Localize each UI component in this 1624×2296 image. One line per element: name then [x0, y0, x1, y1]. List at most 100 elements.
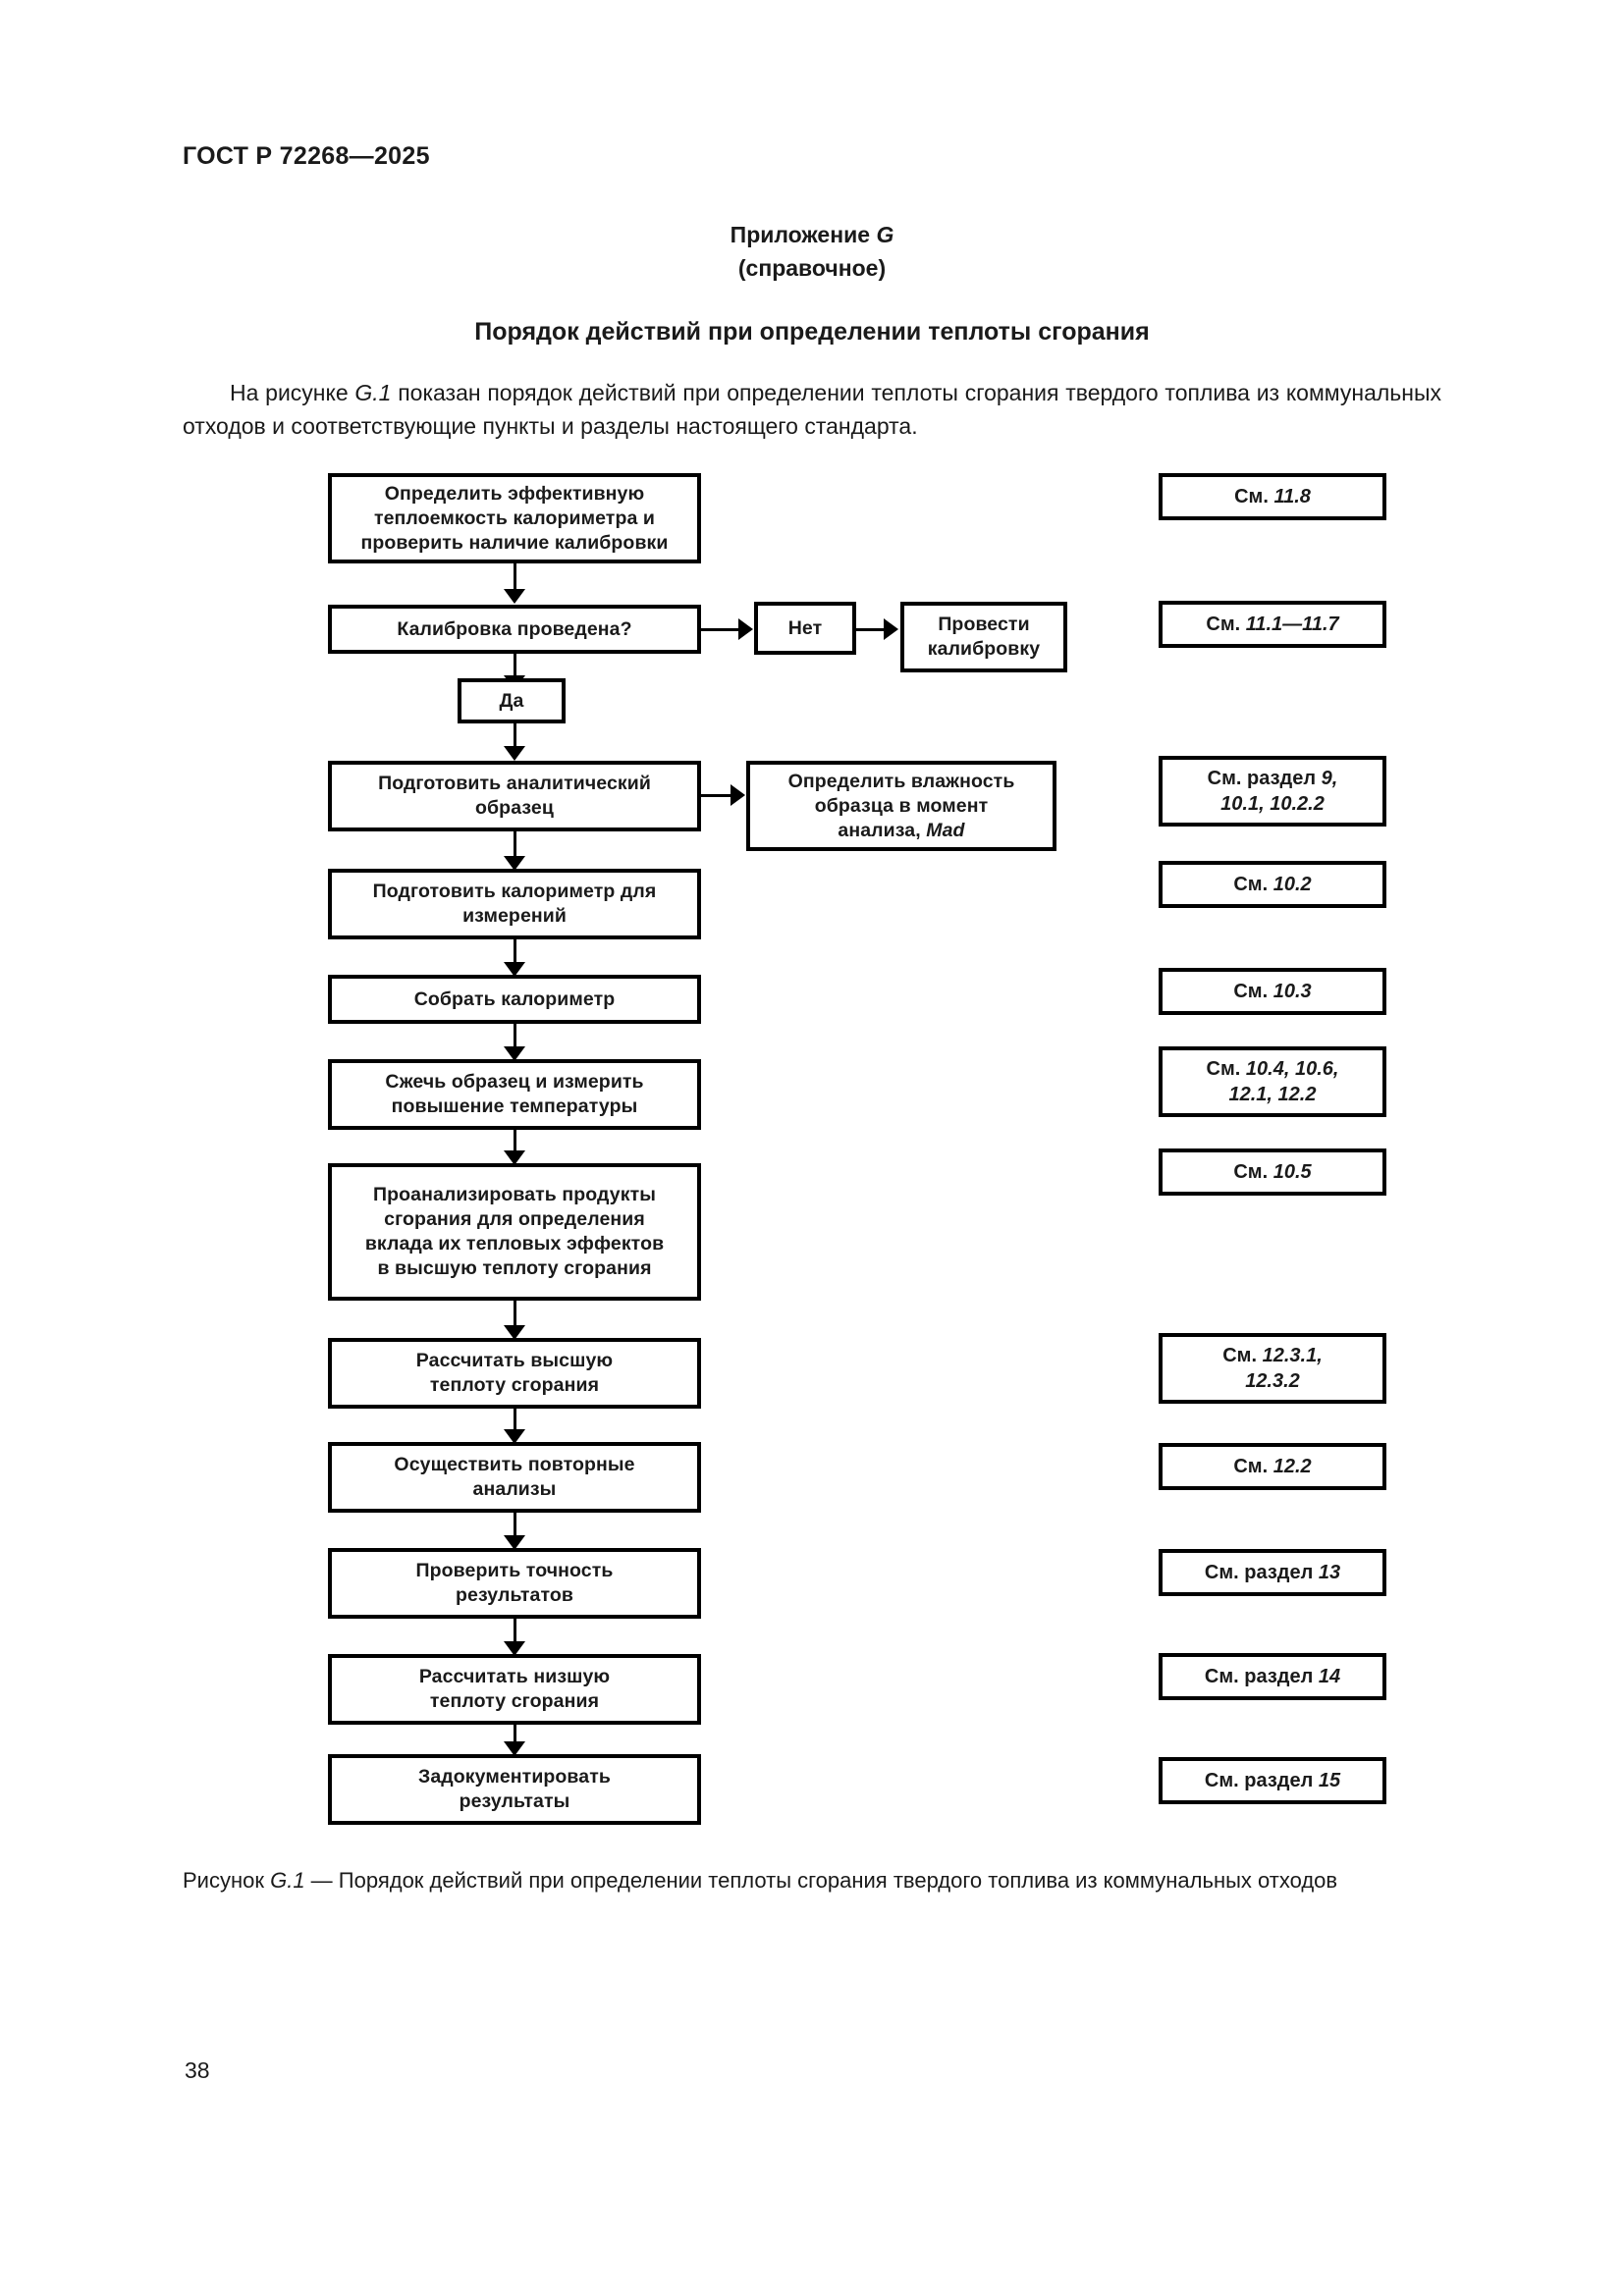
moisture-symbol: Mad [926, 819, 965, 841]
reference-value: 11.1—11.7 [1245, 614, 1339, 635]
flow-step-calibration-done[interactable]: Калибровка проведена? [328, 605, 701, 654]
reference-box-10-3[interactable]: См. 10.3 [1159, 968, 1386, 1015]
reference-prefix: См. раздел [1207, 768, 1322, 789]
reference-value: 9, [1321, 768, 1338, 789]
reference-box-12-2[interactable]: См. 12.2 [1159, 1443, 1386, 1490]
flow-step-line: Калибровка проведена? [397, 617, 632, 640]
reference-prefix: См. раздел [1204, 1666, 1319, 1687]
reference-value: 15 [1318, 1770, 1341, 1791]
flow-step-prepare-sample[interactable]: Подготовить аналитический образец [328, 761, 701, 831]
flow-step-line: Рассчитать высшую [415, 1350, 614, 1371]
intro-figure-ref: G.1 [354, 380, 392, 405]
flow-step-line: Определить эффективную [384, 482, 645, 505]
reference-value: 13 [1318, 1562, 1341, 1583]
reference-box-10-2[interactable]: См. 10.2 [1159, 861, 1386, 908]
figure-caption: Рисунок G.1 — Порядок действий при опред… [183, 1865, 1449, 1896]
annex-label: Приложение G [0, 218, 1624, 251]
flow-step-line: Сжечь образец и измерить [385, 1071, 644, 1093]
reference-prefix: См. [1222, 1345, 1263, 1366]
reference-box-11-8[interactable]: См. 11.8 [1159, 473, 1386, 520]
flow-step-calc-net-cv[interactable]: Рассчитать низшую теплоту сгорания [328, 1654, 701, 1725]
flow-step-repeat-analyses[interactable]: Осуществить повторные анализы [328, 1442, 701, 1513]
reference-box-section-9[interactable]: См. раздел 9, 10.1, 10.2.2 [1159, 756, 1386, 827]
reference-value: 11.8 [1273, 486, 1311, 507]
connector-2 [514, 723, 516, 753]
reference-value: 10.2 [1272, 874, 1312, 895]
flow-step-determine-moisture[interactable]: Определить влажность образца в момент ан… [746, 761, 1056, 851]
flow-step-answer-yes[interactable]: Да [458, 678, 566, 723]
caption-text: — Порядок действий при определении тепло… [304, 1868, 1338, 1893]
reference-value-second-line: 10.1, 10.2.2 [1220, 793, 1325, 815]
reference-value: 12.2 [1272, 1456, 1312, 1477]
flow-step-line: теплоту сгорания [429, 1374, 600, 1396]
reference-prefix: См. [1233, 1161, 1273, 1183]
connector-8 [514, 1409, 516, 1436]
flow-step-line: Проанализировать продукты [373, 1184, 656, 1205]
intro-part2: показан порядок действий при определении… [183, 380, 1441, 439]
connector-11 [514, 1725, 516, 1746]
caption-figure-ref: G.1 [270, 1868, 305, 1893]
annex-heading: Приложение G (справочное) [0, 218, 1624, 285]
reference-prefix: См. [1206, 1058, 1246, 1080]
connector-10 [514, 1619, 516, 1648]
arrow-to-calibration [884, 618, 898, 640]
reference-box-section-15[interactable]: См. раздел 15 [1159, 1757, 1386, 1804]
reference-box-11-1-11-7[interactable]: См. 11.1—11.7 [1159, 601, 1386, 648]
reference-box-section-13[interactable]: См. раздел 13 [1159, 1549, 1386, 1596]
connector-to-no [701, 628, 740, 631]
flow-step-line: теплоту сгорания [429, 1690, 600, 1712]
reference-value: 10.4, 10.6, [1245, 1058, 1339, 1080]
flow-step-determine-heat-capacity[interactable]: Определить эффективную теплоемкость кало… [328, 473, 701, 563]
flow-step-analyze-products[interactable]: Проанализировать продукты сгорания для о… [328, 1163, 701, 1301]
flow-step-perform-calibration[interactable]: Провести калибровку [900, 602, 1067, 672]
annex-label-letter: G [876, 222, 894, 247]
flow-step-line: Подготовить аналитический [378, 773, 651, 794]
connector-5 [514, 1024, 516, 1053]
arrow-to-moisture [731, 784, 745, 806]
reference-prefix: См. раздел [1204, 1770, 1319, 1791]
flow-step-line: Собрать калориметр [413, 988, 616, 1010]
flow-step-line: проверить наличие калибровки [360, 531, 669, 554]
reference-value: 14 [1318, 1666, 1341, 1687]
flow-step-line: образца в момент [814, 794, 989, 817]
flow-step-line: сгорания для определения [384, 1208, 645, 1230]
annex-kind: (справочное) [737, 255, 887, 281]
flow-step-calc-gross-cv[interactable]: Рассчитать высшую теплоту сгорания [328, 1338, 701, 1409]
flow-step-document-results[interactable]: Задокументировать результаты [328, 1754, 701, 1825]
flow-step-line: Провести [938, 614, 1030, 635]
flow-step-prepare-calorimeter[interactable]: Подготовить калориметр для измерений [328, 869, 701, 939]
reference-box-12-3[interactable]: См. 12.3.1, 12.3.2 [1159, 1333, 1386, 1404]
flow-step-line: Задокументировать [418, 1766, 611, 1788]
connector-4 [514, 939, 516, 969]
moisture-line-text: анализа, [838, 819, 927, 841]
reference-value: 12.3.1, [1262, 1345, 1323, 1366]
arrow-to-no [738, 618, 753, 640]
flow-step-line: теплоемкость калориметра и [373, 507, 656, 529]
reference-prefix: См. [1233, 981, 1273, 1002]
flow-step-line: в высшую теплоту сгорания [377, 1257, 652, 1279]
caption-prefix: Рисунок [183, 1868, 271, 1893]
flow-step-line: Да [499, 689, 524, 712]
document-header: ГОСТ Р 72268—2025 [183, 142, 430, 170]
page-number: 38 [185, 2057, 210, 2083]
reference-box-section-14[interactable]: См. раздел 14 [1159, 1653, 1386, 1700]
flow-step-assemble-calorimeter[interactable]: Собрать калориметр [328, 975, 701, 1024]
flow-step-check-precision[interactable]: Проверить точность результатов [328, 1548, 701, 1619]
reference-box-10-4[interactable]: См. 10.4, 10.6, 12.1, 12.2 [1159, 1046, 1386, 1117]
arrow-1 [504, 589, 525, 604]
reference-box-10-5[interactable]: См. 10.5 [1159, 1148, 1386, 1196]
flow-step-line: калибровку [927, 638, 1041, 660]
flow-step-line: Осуществить повторные [394, 1454, 635, 1475]
reference-value-second-line: 12.1, 12.2 [1228, 1084, 1317, 1105]
flow-step-burn-sample[interactable]: Сжечь образец и измерить повышение темпе… [328, 1059, 701, 1130]
page-title: Порядок действий при определении теплоты… [474, 318, 1150, 346]
reference-value: 10.3 [1272, 981, 1312, 1002]
flow-step-line-with-symbol: анализа, Mad [788, 819, 1015, 843]
annex-label-prefix: Приложение [730, 222, 877, 247]
flow-step-line: Проверить точность [415, 1560, 614, 1581]
flow-step-line: анализы [472, 1478, 557, 1500]
flow-step-answer-no[interactable]: Нет [754, 602, 856, 655]
connector-1 [514, 563, 516, 595]
